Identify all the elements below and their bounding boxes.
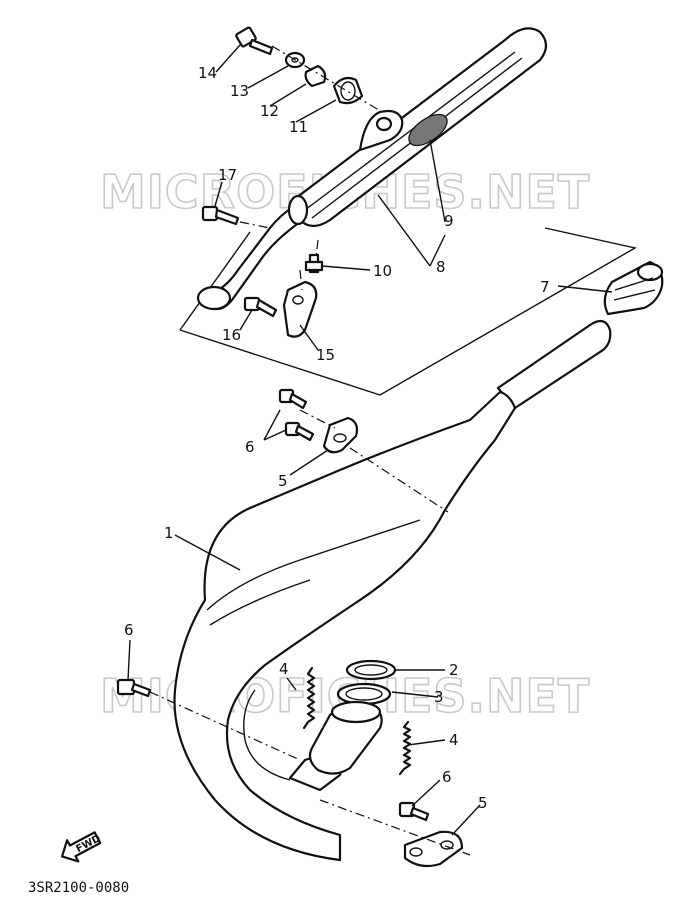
bolt-6-lower [284, 421, 315, 442]
rubber-joint [603, 260, 664, 316]
subassembly-outline [179, 227, 637, 396]
silencer-fiber-patch [408, 113, 448, 147]
spring-left [302, 666, 316, 730]
callout-14: 14 [198, 64, 217, 82]
seal-2 [345, 659, 397, 681]
callout-4-right: 4 [449, 731, 459, 749]
silencer [196, 27, 548, 311]
callout-16: 16 [222, 326, 241, 344]
callout-4-left: 4 [279, 660, 289, 678]
callout-17: 17 [218, 166, 237, 184]
callout-6-left: 6 [124, 621, 134, 639]
callout-12: 12 [260, 102, 279, 120]
bracket-5-upper [322, 416, 359, 454]
bolt-17 [201, 205, 240, 226]
exhaust-manifold-joint [308, 700, 383, 775]
callout-2: 2 [449, 661, 459, 679]
seal-3 [336, 682, 392, 706]
bracket-5-lower [403, 830, 464, 868]
bolt-6-upper [278, 388, 308, 410]
bolt-14 [235, 26, 274, 56]
callout-6-mid: 6 [245, 438, 255, 456]
callout-15: 15 [316, 346, 335, 364]
callout-10: 10 [373, 262, 392, 280]
drawing-code: 3SR2100-0080 [28, 880, 129, 896]
callout-13: 13 [230, 82, 249, 100]
grommet-11 [332, 76, 364, 105]
callout-8: 8 [436, 258, 446, 276]
collar-12 [304, 64, 327, 88]
bracket-15 [282, 280, 318, 338]
bolt-16 [243, 296, 278, 318]
callout-1: 1 [164, 524, 174, 542]
callout-6-right: 6 [442, 768, 452, 786]
callout-5-upper: 5 [278, 472, 288, 490]
callout-5-lower: 5 [478, 794, 488, 812]
callout-3: 3 [434, 688, 444, 706]
callout-9: 9 [444, 212, 454, 230]
callout-7: 7 [540, 278, 550, 296]
expansion-chamber [173, 319, 612, 862]
screw-10 [304, 253, 324, 274]
bolt-6-left [116, 678, 152, 698]
callout-11: 11 [289, 118, 308, 136]
spring-right [398, 720, 412, 776]
bolt-6-right [398, 801, 430, 822]
fwd-arrow-icon: FWD [61, 831, 103, 863]
